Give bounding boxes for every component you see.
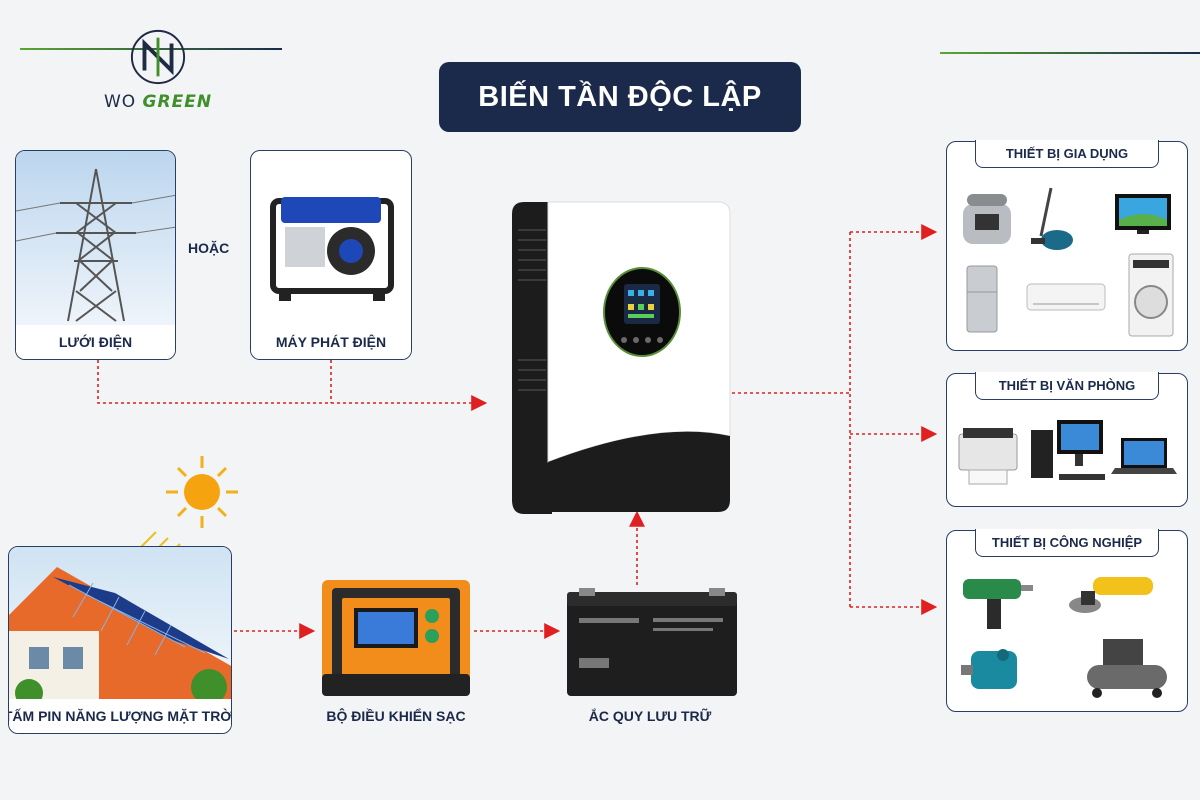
sun-icon	[131, 456, 238, 569]
brand-logo: WO GREEN	[98, 28, 218, 128]
or-label: HOẶC	[188, 240, 230, 256]
power-drill-icon	[963, 579, 1033, 629]
air-compressor-icon	[1087, 639, 1167, 698]
logo-mark-icon	[130, 29, 186, 85]
air-conditioner-icon	[1026, 283, 1106, 311]
refrigerator-icon	[966, 265, 998, 333]
charge-controller-image	[320, 578, 472, 698]
television-icon	[1115, 194, 1171, 234]
washing-machine-icon	[1128, 253, 1174, 337]
grid-label: LƯỚI ĐIỆN	[16, 325, 175, 359]
office-devices-card: THIẾT BỊ VĂN PHÒNG	[946, 372, 1188, 507]
battery-label: ẮC QUY LƯU TRỮ	[588, 708, 712, 724]
industrial-devices-card: THIẾT BỊ CÔNG NGHIỆP	[946, 529, 1188, 712]
grid-card: LƯỚI ĐIỆN	[15, 150, 176, 360]
power-tower-icon	[16, 151, 175, 325]
inverter-image	[508, 200, 734, 516]
brand-name: WO GREEN	[103, 92, 213, 112]
vacuum-cleaner-icon	[1031, 187, 1073, 250]
solar-panel-label: TẤM PIN NĂNG LƯỢNG MẶT TRỜI	[9, 699, 231, 733]
charge-controller-label: BỘ ĐIỀU KHIỂN SẠC	[326, 708, 466, 724]
page-title: BIẾN TẦN ĐỘC LẬP	[439, 62, 801, 132]
solar-panel-card: TẤM PIN NĂNG LƯỢNG MẶT TRỜI	[8, 546, 232, 734]
household-label: THIẾT BỊ GIA DỤNG	[975, 140, 1159, 168]
industrial-label: THIẾT BỊ CÔNG NGHIỆP	[975, 529, 1159, 557]
rice-cooker-icon	[963, 194, 1011, 244]
battery-image	[563, 588, 741, 700]
laptop-icon	[1111, 438, 1177, 474]
generator-icon	[251, 151, 411, 325]
desktop-computer-icon	[1031, 420, 1105, 480]
electric-motor-icon	[961, 649, 1017, 689]
household-devices-card: THIẾT BỊ GIA DỤNG	[946, 140, 1188, 351]
printer-icon	[958, 428, 1018, 485]
angle-grinder-icon	[1069, 577, 1153, 613]
connector-grid	[97, 360, 488, 411]
generator-card: MÁY PHÁT ĐIỆN	[250, 150, 412, 360]
office-label: THIẾT BỊ VĂN PHÒNG	[975, 372, 1159, 400]
generator-label: MÁY PHÁT ĐIỆN	[251, 325, 411, 359]
solar-house-icon	[9, 547, 231, 701]
header-decor-line-right	[940, 52, 1200, 54]
